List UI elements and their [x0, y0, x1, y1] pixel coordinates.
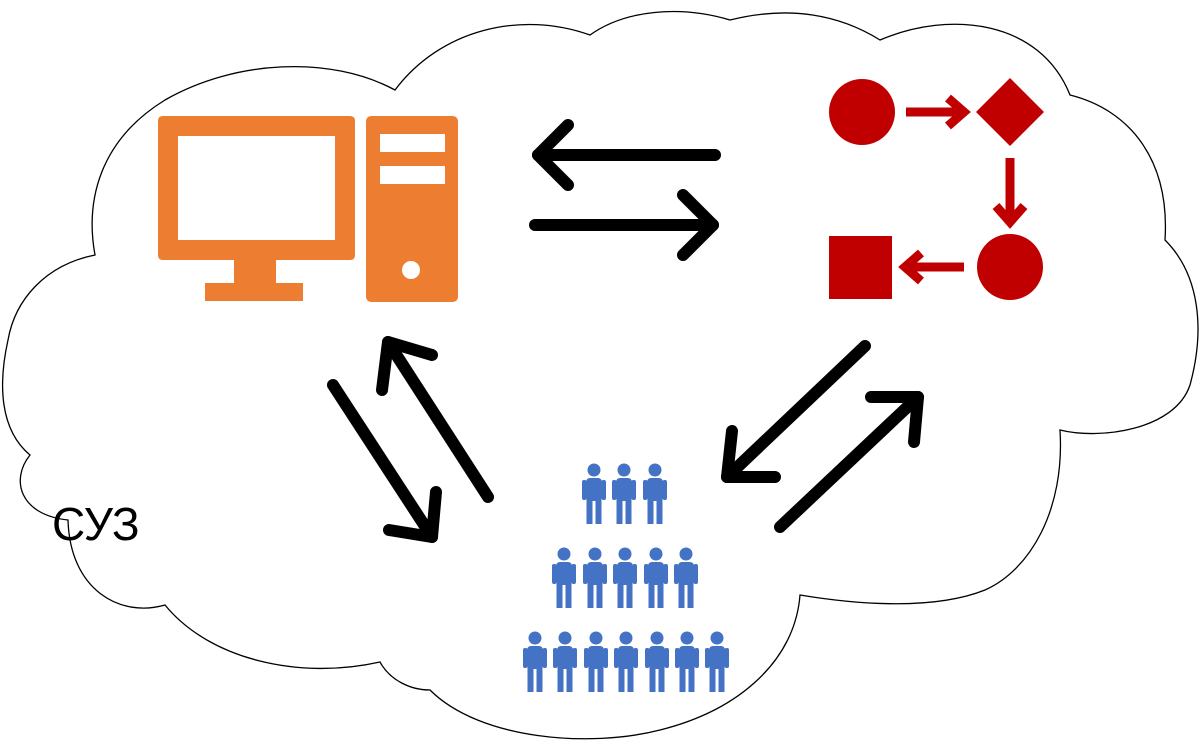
arrow-people-to-computer [376, 336, 494, 503]
desktop-computer-icon [158, 116, 458, 302]
arrow-computer-to-process [529, 189, 719, 261]
arrow-process-to-people [721, 340, 871, 483]
process-flow-icon [829, 78, 1044, 300]
arrow-computer-to-people [327, 379, 442, 543]
connection-arrows [327, 119, 924, 543]
arrow-people-to-process [774, 391, 924, 533]
cloud-label: СУЗ [52, 498, 140, 550]
arrow-process-to-computer [532, 119, 721, 191]
cloud-outline [1, 10, 1199, 740]
